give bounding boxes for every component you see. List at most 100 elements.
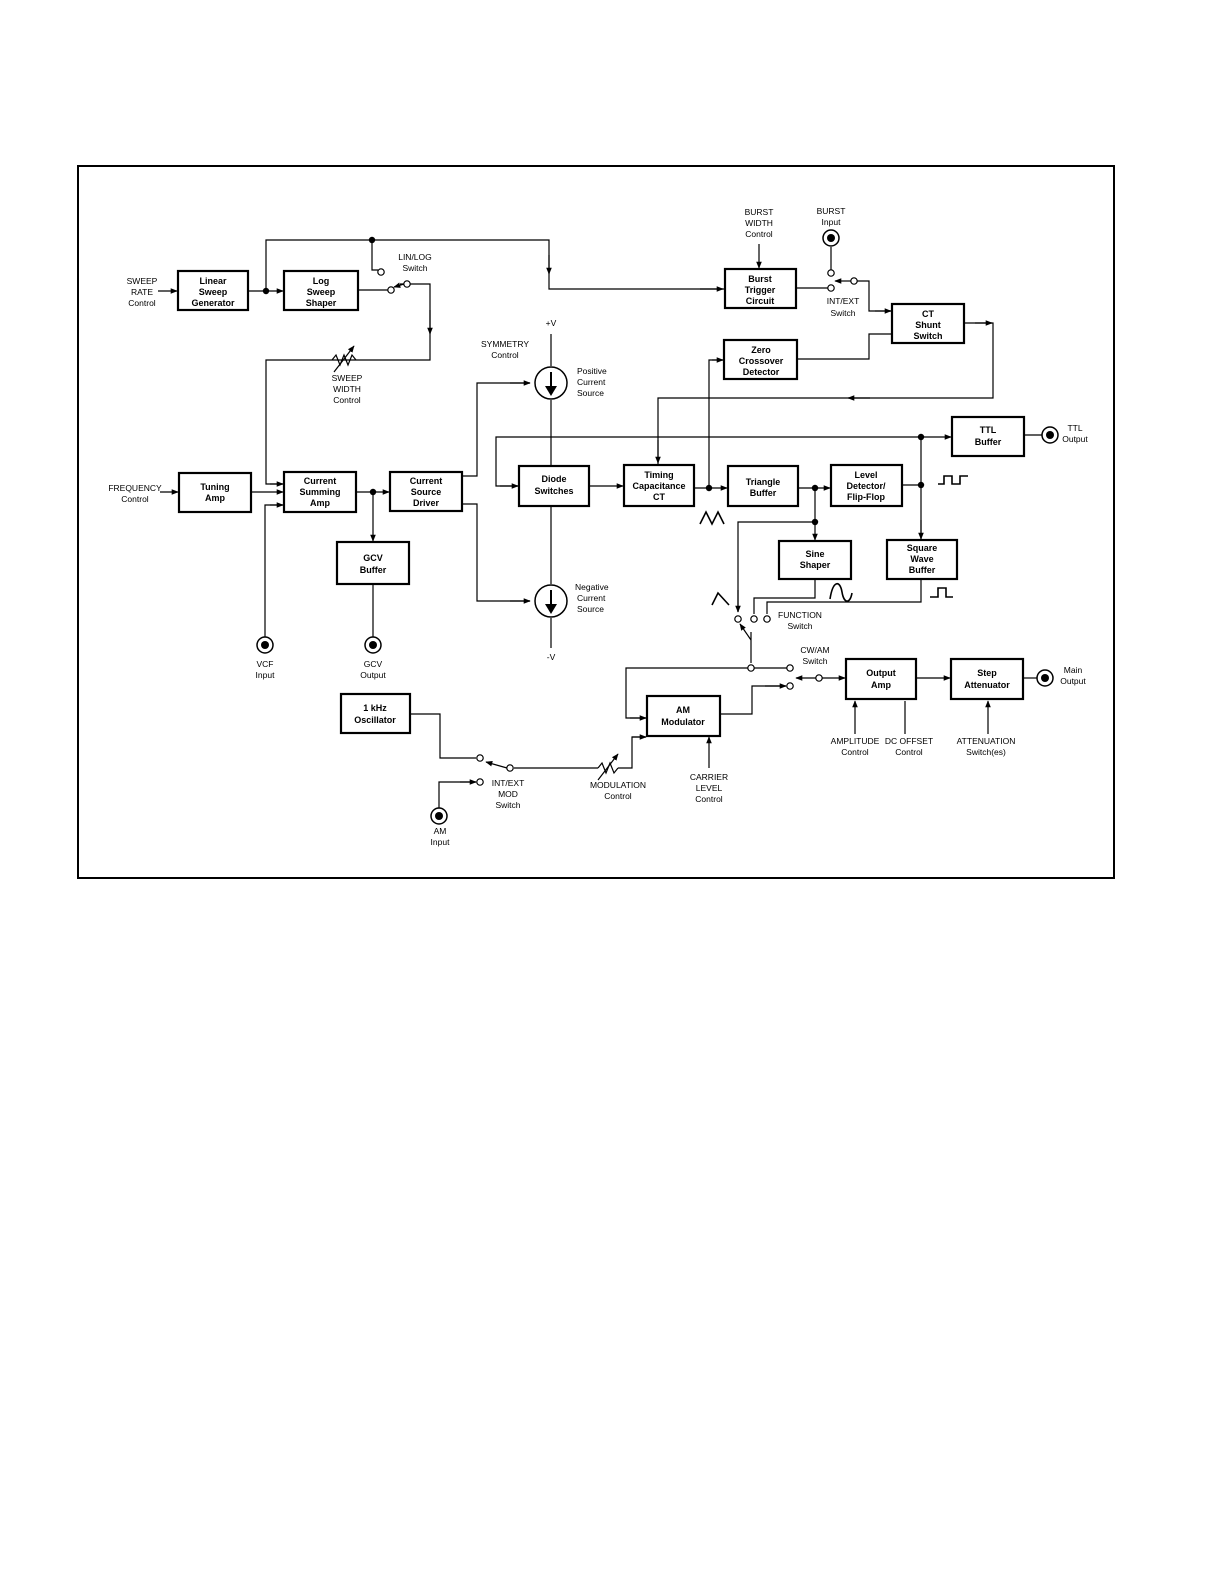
positive-current-source: [534, 366, 568, 400]
block-line: Log: [313, 276, 330, 286]
cw-am-switch[interactable]: [786, 664, 823, 690]
current-source-driver-block: Current Source Driver: [388, 470, 464, 513]
block-line: Timing: [644, 470, 673, 480]
block-line: Zero: [751, 345, 771, 355]
block-line: Flip-Flop: [847, 492, 885, 502]
current-summing-amp-block: Current Summing Amp: [282, 470, 358, 514]
svg-text:INT/EXT: INT/EXT: [492, 778, 525, 788]
level-detector-flip-flop-block: Level Detector/ Flip-Flop: [829, 463, 904, 508]
step-attenuator-block: Step Attenuator: [949, 657, 1025, 701]
block-line: Shaper: [306, 298, 337, 308]
svg-text:Main: Main: [1064, 665, 1083, 675]
svg-text:Current: Current: [577, 593, 606, 603]
block-line: Shaper: [800, 560, 831, 570]
main-output-jack[interactable]: [1036, 669, 1054, 687]
svg-text:Output: Output: [360, 670, 386, 680]
sweep-width-pot: [331, 345, 357, 373]
log-sweep-shaper-block: Log Sweep Shaper: [282, 269, 360, 312]
triangle-wave-icon: [699, 510, 725, 526]
svg-text:Control: Control: [895, 747, 923, 757]
1khz-oscillator-block: 1 kHz Oscillator: [339, 692, 412, 735]
triangle-buffer-block: Triangle Buffer: [726, 464, 800, 508]
diode-switches-block: Diode Switches: [517, 464, 591, 508]
svg-text:Switch(es): Switch(es): [966, 747, 1006, 757]
svg-text:CARRIER: CARRIER: [690, 772, 728, 782]
svg-text:Switch: Switch: [802, 656, 827, 666]
block-line: Switches: [534, 486, 573, 496]
int-ext-mod-label: INT/EXT MOD Switch: [492, 778, 525, 810]
svg-text:RATE: RATE: [131, 287, 153, 297]
function-switch-label: FUNCTION Switch: [778, 610, 822, 631]
block-line: TTL: [980, 425, 997, 435]
svg-text:AM: AM: [434, 826, 447, 836]
block-line: Driver: [413, 498, 440, 508]
minus-v-label: -V: [547, 652, 556, 662]
svg-text:Input: Input: [431, 837, 451, 847]
block-line: Linear: [199, 276, 227, 286]
negative-current-source: [534, 584, 568, 618]
svg-text:Switch: Switch: [830, 308, 855, 318]
svg-text:Control: Control: [491, 350, 519, 360]
svg-text:Source: Source: [577, 388, 604, 398]
svg-text:MODULATION: MODULATION: [590, 780, 646, 790]
block-line: Capacitance: [632, 481, 685, 491]
pulse-wave-icon: [930, 587, 953, 598]
lin-log-switch[interactable]: [377, 268, 411, 294]
svg-text:Switch: Switch: [495, 800, 520, 810]
lin-log-label: LIN/LOG Switch: [398, 252, 432, 273]
block-line: Shunt: [915, 320, 941, 330]
block-line: Circuit: [746, 296, 775, 306]
am-input-jack[interactable]: [430, 807, 448, 825]
function-switch[interactable]: [734, 615, 771, 672]
svg-text:CW/AM: CW/AM: [800, 645, 829, 655]
block-line: Crossover: [739, 356, 784, 366]
int-ext-mod-switch[interactable]: [476, 754, 514, 786]
sweep-rate-label: SWEEP RATE Control: [127, 276, 158, 308]
svg-text:Output: Output: [1062, 434, 1088, 444]
diagram-frame: [77, 165, 1115, 879]
svg-text:Source: Source: [577, 604, 604, 614]
svg-text:VCF: VCF: [257, 659, 274, 669]
dc-offset-label: DC OFFSET Control: [885, 736, 933, 757]
square-wave-icon: [938, 475, 968, 485]
svg-text:Input: Input: [822, 217, 842, 227]
sine-shaper-block: Sine Shaper: [777, 539, 853, 581]
svg-text:SYMMETRY: SYMMETRY: [481, 339, 529, 349]
signal-wires: [158, 239, 1043, 808]
vcf-input-jack[interactable]: [256, 636, 274, 654]
ttl-output-jack[interactable]: [1041, 426, 1059, 444]
symmetry-label: SYMMETRY Control: [481, 339, 529, 360]
am-input-label: AM Input: [431, 826, 451, 847]
gcv-output-jack[interactable]: [364, 636, 382, 654]
block-line: Oscillator: [354, 715, 396, 725]
attenuation-label: ATTENUATION Switch(es): [957, 736, 1016, 757]
svg-text:Control: Control: [121, 494, 149, 504]
svg-text:Control: Control: [695, 794, 723, 804]
svg-text:ATTENUATION: ATTENUATION: [957, 736, 1016, 746]
svg-text:LIN/LOG: LIN/LOG: [398, 252, 432, 262]
burst-int-ext-switch[interactable]: [827, 269, 858, 292]
gcv-buffer-block: GCV Buffer: [335, 540, 411, 586]
block-line: Current: [410, 476, 443, 486]
block-line: Burst: [748, 274, 772, 284]
carrier-level-label: CARRIER LEVEL Control: [690, 772, 728, 804]
svg-text:Control: Control: [333, 395, 361, 405]
svg-text:Input: Input: [256, 670, 276, 680]
waveform-icons: [699, 475, 968, 606]
block-line: Amp: [205, 493, 226, 503]
burst-input-jack[interactable]: [822, 229, 840, 247]
block-line: Square: [907, 543, 938, 553]
svg-text:LEVEL: LEVEL: [696, 783, 723, 793]
block-line: Buffer: [975, 437, 1002, 447]
ramp-wave-icon: [711, 591, 730, 606]
svg-text:GCV: GCV: [364, 659, 383, 669]
block-line: Buffer: [750, 488, 777, 498]
sweep-width-label: SWEEP WIDTH Control: [332, 373, 363, 405]
svg-text:BURST: BURST: [817, 206, 846, 216]
block-line: Source: [411, 487, 442, 497]
svg-text:FUNCTION: FUNCTION: [778, 610, 822, 620]
block-line: Summing: [299, 487, 340, 497]
svg-text:WIDTH: WIDTH: [333, 384, 361, 394]
svg-text:SWEEP: SWEEP: [332, 373, 363, 383]
